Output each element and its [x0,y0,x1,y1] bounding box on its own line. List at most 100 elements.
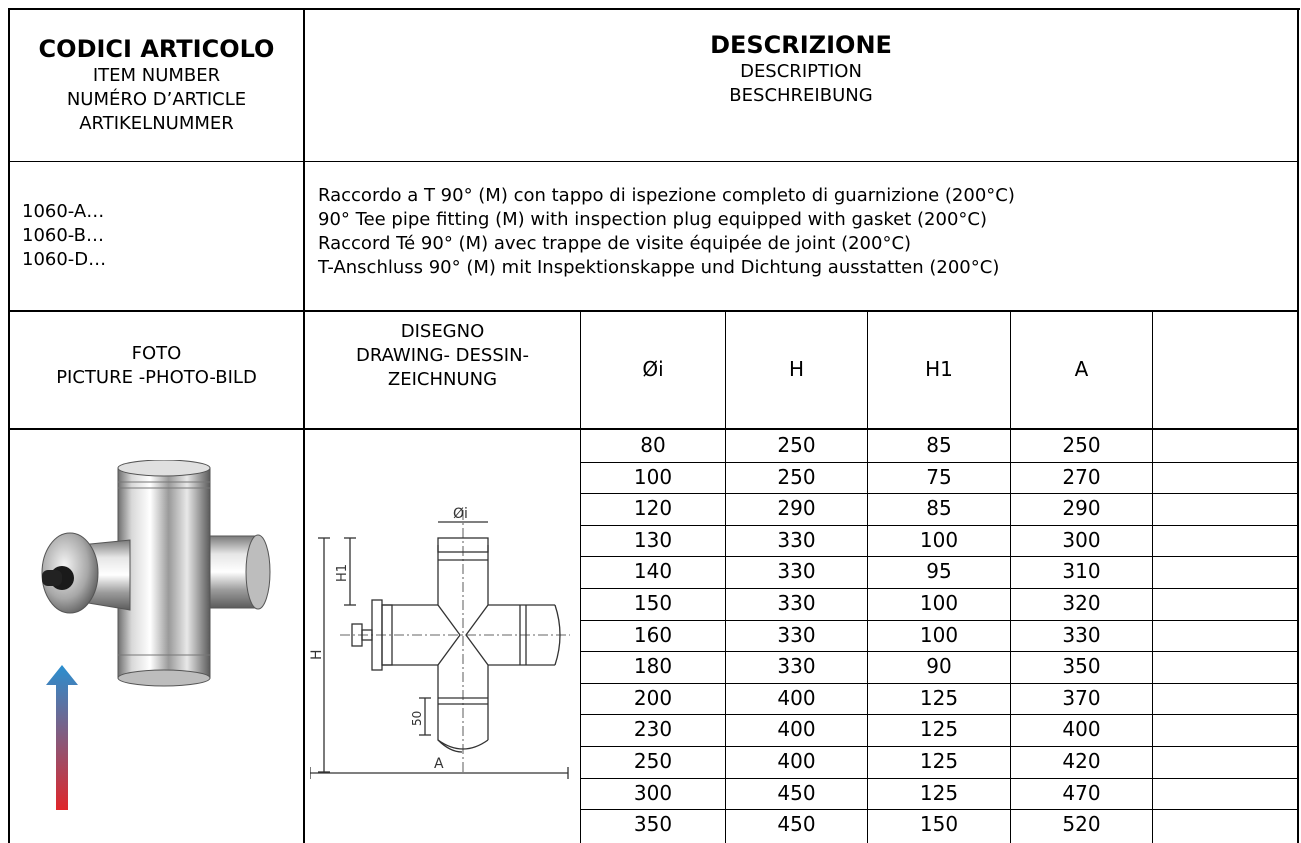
table-row-divider [581,525,1297,526]
table-cell: 250 [777,464,816,489]
drawing-header: DISEGNO DRAWING- DESSIN- ZEICHNUNG [305,320,580,392]
border-right [1297,8,1299,843]
item-codes: 1060-A… 1060-B… 1060-D… [22,200,292,272]
drawing-subtitle-1: DRAWING- DESSIN- [355,345,530,366]
table-cell: 290 [777,496,816,521]
table-cell: 250 [777,433,816,457]
table-cell: 300 [633,780,673,805]
photo-subtitle: PICTURE -PHOTO-BILD [56,367,257,388]
table-cell: 520 [1062,812,1101,837]
table-cell: 180 [633,654,673,679]
table-cell: 95 [926,559,952,584]
vline-dim3 [1010,312,1011,843]
drawing-title: DISEGNO [400,321,485,342]
table-cell: 420 [1062,749,1101,773]
vline-drawing [580,312,581,843]
product-photo [41,460,271,810]
description-de: BESCHREIBUNG [729,85,873,106]
table-cell: 400 [777,685,816,710]
table-cell: 400 [777,717,816,742]
codes-title: CODICI ARTICOLO [38,35,275,63]
table-cell: 400 [1062,717,1101,742]
table-row-divider [581,714,1297,715]
table-cell: 140 [633,559,673,584]
table-cell: 450 [777,780,816,805]
photo-title: FOTO [131,343,182,364]
table-cell: 350 [1062,654,1101,679]
table-cell: 125 [919,685,959,710]
table-row-divider [581,462,1297,463]
table-cell: 330 [777,622,816,647]
drawing-subtitle-2: ZEICHNUNG [387,369,498,390]
description-fr-text: Raccord Té 90° (M) avec trappe de visite… [318,233,912,254]
col-header-h: H [788,357,805,381]
table-cell: 330 [777,591,816,615]
table-cell: 250 [1062,433,1101,457]
table-cell: 310 [1062,559,1101,584]
table-cell: 125 [919,749,959,773]
table-cell: 100 [919,622,959,647]
codes-header: CODICI ARTICOLO ITEM NUMBER NUMÉRO D’ART… [10,34,303,136]
table-cell: 350 [633,812,673,837]
table-cell: 230 [633,717,673,742]
table-cell: 85 [926,433,952,457]
description-en-text: 90° Tee pipe fitting (M) with inspection… [318,209,987,230]
table-cell: 160 [633,622,673,647]
item-code: 1060-D… [22,249,107,270]
technical-drawing: Øi H H1 50 A [310,506,570,779]
table-row-divider [581,746,1297,747]
drawing-label-fifty: 50 [410,711,424,726]
table-row-divider [581,620,1297,621]
description-header: DESCRIZIONE DESCRIPTION BESCHREIBUNG [305,30,1297,108]
table-row-divider [581,588,1297,589]
table-cell: 470 [1062,780,1101,805]
table-cell: 125 [919,717,959,742]
table-cell: 300 [1062,527,1101,552]
codes-de: ARTIKELNUMMER [79,113,234,134]
col-header-a: A [1074,357,1089,381]
table-cell: 290 [1062,496,1101,521]
table-cell: 330 [777,559,816,584]
table-cell: 100 [633,464,673,489]
table-cell: 80 [640,433,666,457]
table-cell: 150 [919,812,959,837]
drawing-label-h: H [310,649,325,660]
table-cell: 90 [926,654,952,679]
vline-dim1 [725,312,726,843]
vline-dim4 [1152,312,1153,843]
table-cell: 320 [1062,591,1101,615]
item-code: 1060-B… [22,225,105,246]
table-cell: 100 [919,591,959,615]
col-header-diameter: Øi [642,357,664,381]
table-cell: 130 [633,527,673,552]
table-row-divider [581,778,1297,779]
description-it: Raccordo a T 90° (M) con tappo di ispezi… [318,185,1015,206]
table-cell: 120 [633,496,673,521]
photo-header: FOTO PICTURE -PHOTO-BILD [10,342,303,390]
table-cell: 370 [1062,685,1101,710]
table-cell: 150 [633,591,673,615]
divider-item [8,310,1299,312]
table-cell: 330 [777,527,816,552]
table-row-divider [581,809,1297,810]
divider-header [8,161,1299,162]
drawing-label-h1: H1 [335,564,350,582]
description-en: DESCRIPTION [740,61,862,82]
table-cell: 450 [777,812,816,837]
drawing-label-a: A [434,756,444,772]
vline-codes [303,8,305,843]
item-descriptions: Raccordo a T 90° (M) con tappo di ispezi… [318,184,1293,280]
codes-en: ITEM NUMBER [92,65,221,86]
drawing-label-diameter: Øi [453,506,468,522]
table-cell: 330 [1062,622,1101,647]
description-title: DESCRIZIONE [710,31,892,59]
description-de-text: T-Anschluss 90° (M) mit Inspektionskappe… [318,257,1000,278]
col-header-h1: H1 [925,357,953,381]
table-cell: 270 [1062,464,1101,489]
table-cell: 400 [777,749,816,773]
border-top [8,8,1300,10]
table-cell: 250 [633,749,673,773]
table-cell: 85 [926,496,952,521]
table-row-divider [581,493,1297,494]
codes-fr: NUMÉRO D’ARTICLE [66,89,247,110]
